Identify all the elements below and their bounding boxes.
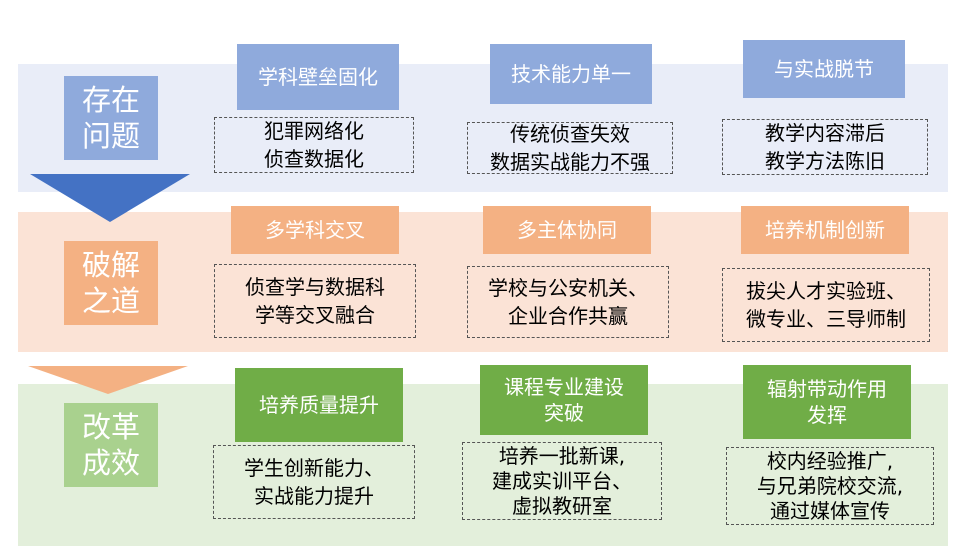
- detail-box-problem-3: 教学内容滞后 教学方法陈旧: [722, 119, 928, 175]
- detail-text: 传统侦查失效 数据实战能力不强: [490, 122, 650, 174]
- detail-box-result-3: 校内经验推广, 与兄弟院校交流, 通过媒体宣传: [726, 447, 934, 525]
- row-label-text: 改革 成效: [81, 410, 140, 480]
- header-text: 辐射带动作用 发挥: [767, 377, 887, 427]
- header-text: 多主体协同: [517, 218, 617, 242]
- down-arrow-2: [28, 366, 188, 394]
- detail-text: 学生创新能力、 实战能力提升: [244, 456, 384, 508]
- detail-box-solution-2: 学校与公安机关、 企业合作共赢: [467, 266, 669, 338]
- detail-box-solution-3: 拔尖人才实验班、 微专业、三导师制: [722, 268, 930, 342]
- header-text: 技术能力单一: [511, 62, 631, 86]
- detail-text: 侦查学与数据科 学等交叉融合: [245, 275, 385, 327]
- detail-text: 培养一批新课, 建成实训平台、 虚拟教研室: [492, 443, 632, 518]
- detail-text: 学校与公安机关、 企业合作共赢: [488, 276, 648, 328]
- detail-text: 校内经验推广, 与兄弟院校交流, 通过媒体宣传: [756, 448, 904, 523]
- detail-box-problem-2: 传统侦查失效 数据实战能力不强: [467, 122, 673, 174]
- row-label-solutions: 破解 之道: [64, 241, 158, 325]
- row-label-problems: 存在 问题: [64, 76, 158, 160]
- detail-box-result-2: 培养一批新课, 建成实训平台、 虚拟教研室: [462, 442, 662, 520]
- header-problem-3: 与实战脱节: [743, 40, 905, 98]
- header-problem-1: 学科壁垒固化: [237, 44, 399, 110]
- detail-box-problem-1: 犯罪网络化 侦查数据化: [214, 117, 414, 173]
- detail-text: 拔尖人才实验班、 微专业、三导师制: [746, 279, 906, 331]
- header-result-2: 课程专业建设 突破: [480, 365, 648, 435]
- detail-box-solution-1: 侦查学与数据科 学等交叉融合: [214, 264, 416, 338]
- header-result-1: 培养质量提升: [235, 368, 403, 442]
- down-arrow-1: [30, 174, 190, 222]
- header-text: 学科壁垒固化: [258, 65, 378, 89]
- header-text: 课程专业建设 突破: [504, 375, 624, 425]
- row-label-text: 存在 问题: [81, 83, 140, 153]
- header-result-3: 辐射带动作用 发挥: [743, 365, 911, 439]
- header-problem-2: 技术能力单一: [490, 44, 652, 104]
- row-label-results: 改革 成效: [64, 403, 158, 487]
- detail-text: 教学内容滞后 教学方法陈旧: [765, 121, 885, 173]
- detail-box-result-1: 学生创新能力、 实战能力提升: [213, 445, 415, 519]
- header-solution-2: 多主体协同: [483, 206, 651, 254]
- detail-text: 犯罪网络化 侦查数据化: [264, 119, 364, 171]
- header-text: 培养质量提升: [259, 393, 379, 417]
- header-solution-1: 多学科交叉: [231, 206, 399, 254]
- row-label-text: 破解 之道: [81, 248, 140, 318]
- header-solution-3: 培养机制创新: [741, 206, 909, 254]
- header-text: 多学科交叉: [265, 218, 365, 242]
- header-text: 与实战脱节: [774, 57, 874, 81]
- header-text: 培养机制创新: [765, 218, 885, 242]
